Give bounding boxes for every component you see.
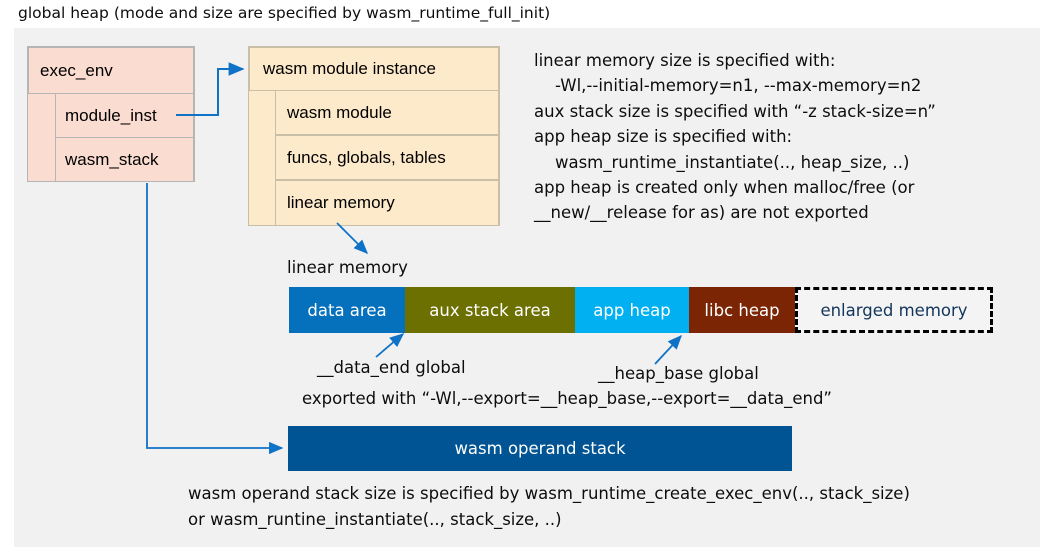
- wasm-module-row: wasm module: [275, 90, 499, 135]
- wasm-module-instance-header: wasm module instance: [249, 47, 499, 91]
- page-title: global heap (mode and size are specified…: [18, 4, 551, 22]
- exec-env-row-module-inst: module_inst: [55, 93, 194, 138]
- wasm-module-instance-title-label: wasm module instance: [263, 59, 436, 78]
- memory-segment-label: aux stack area: [429, 300, 551, 320]
- memory-segment-label: app heap: [593, 300, 671, 320]
- memory-segment-enlarged-memory: enlarged memory: [795, 287, 993, 333]
- memory-segment-libc-heap: libc heap: [689, 287, 795, 333]
- annotation-heap-base: __heap_base global: [598, 364, 759, 383]
- operand-stack-footnote: wasm operand stack size is specified by …: [188, 484, 910, 529]
- annotation-data-end: __data_end global: [317, 358, 466, 377]
- memory-segment-label: libc heap: [704, 300, 780, 320]
- linear-memory-caption: linear memory: [287, 258, 408, 277]
- wasm-stack-label: wasm_stack: [65, 149, 159, 169]
- funcs-globals-tables-row: funcs, globals, tables: [275, 135, 499, 180]
- memory-segment-label: data area: [307, 300, 387, 320]
- linear-memory-row: linear memory: [275, 180, 499, 226]
- wasm-operand-stack-box: wasm operand stack: [288, 426, 792, 471]
- wasm-operand-stack-label: wasm operand stack: [454, 439, 626, 458]
- annotation-exported-with: exported with “-Wl,--export=__heap_base,…: [302, 389, 832, 408]
- wasm-module-label: wasm module: [287, 102, 392, 122]
- linear-memory-bar: data area aux stack area app heap libc heap…: [289, 287, 993, 333]
- memory-segment-app-heap: app heap: [575, 287, 689, 333]
- linear-memory-row-label: linear memory: [287, 193, 395, 212]
- exec-env-title-label: exec_env: [40, 60, 113, 80]
- funcs-globals-tables-label: funcs, globals, tables: [287, 147, 446, 167]
- exec-env-header: exec_env: [28, 47, 194, 94]
- module-inst-label: module_inst: [65, 105, 157, 125]
- memory-segment-label: enlarged memory: [820, 300, 968, 320]
- memory-segment-aux-stack-area: aux stack area: [405, 287, 575, 333]
- memory-segment-data-area: data area: [289, 287, 405, 333]
- linear-memory-notes: linear memory size is specified with: -W…: [534, 51, 936, 223]
- exec-env-row-wasm-stack: wasm_stack: [55, 137, 194, 182]
